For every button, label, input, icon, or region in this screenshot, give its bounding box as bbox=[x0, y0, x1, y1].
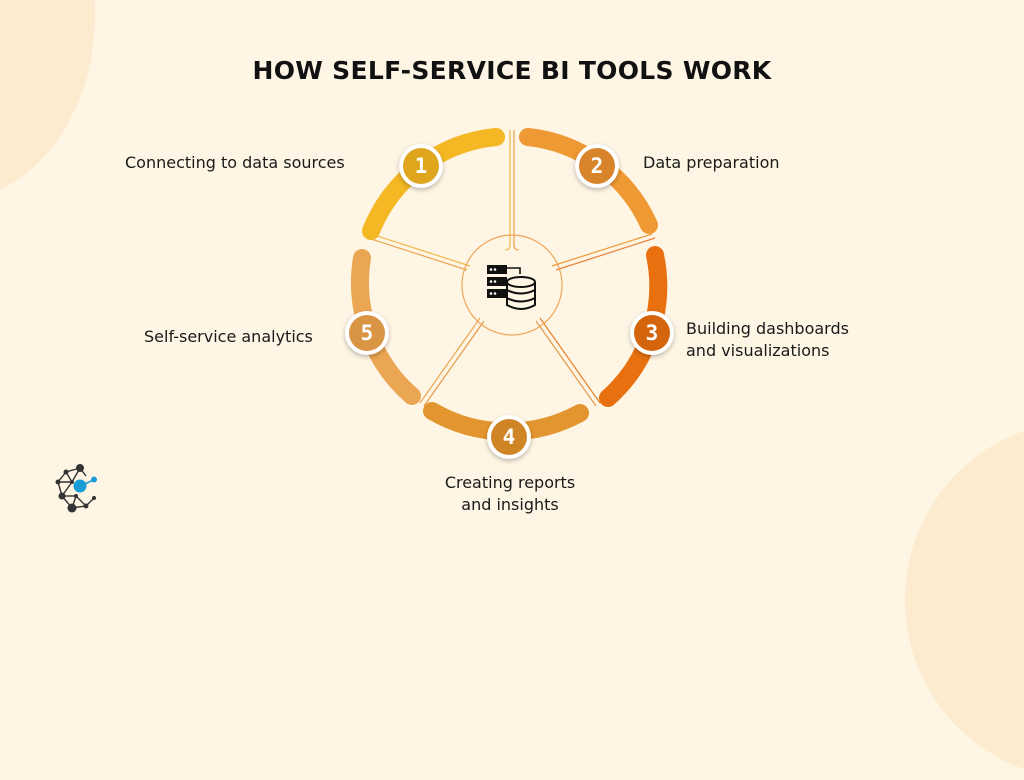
step-5-number: 5 bbox=[349, 315, 385, 351]
step-4-label-line1: Creating reports bbox=[444, 473, 576, 492]
step-2-label: Data preparation bbox=[643, 153, 780, 172]
network-nodes-logo-icon bbox=[55, 464, 97, 513]
step-2-badge: 2 bbox=[575, 144, 619, 188]
step-3-label-line1: Building dashboards bbox=[686, 319, 849, 338]
step-3-badge: 3 bbox=[630, 311, 674, 355]
step-4-badge: 4 bbox=[487, 415, 531, 459]
step-4-number: 4 bbox=[491, 419, 527, 455]
step-4-label: Creating reports and insights bbox=[430, 472, 590, 516]
step-2-number: 2 bbox=[579, 148, 615, 184]
server-database-icon bbox=[487, 265, 536, 310]
page-title: HOW SELF-SERVICE BI TOOLS WORK bbox=[252, 56, 772, 85]
step-3-number: 3 bbox=[634, 315, 670, 351]
wheel-dividers bbox=[367, 130, 656, 407]
step-5-label: Self-service analytics bbox=[144, 327, 313, 346]
step-4-label-line2: and insights bbox=[461, 495, 559, 514]
step-1-number: 1 bbox=[403, 148, 439, 184]
step-1-badge: 1 bbox=[399, 144, 443, 188]
step-3-label-line2: and visualizations bbox=[686, 341, 830, 360]
step-5-badge: 5 bbox=[345, 311, 389, 355]
step-1-label: Connecting to data sources bbox=[125, 153, 345, 172]
step-3-label: Building dashboards and visualizations bbox=[686, 318, 849, 362]
